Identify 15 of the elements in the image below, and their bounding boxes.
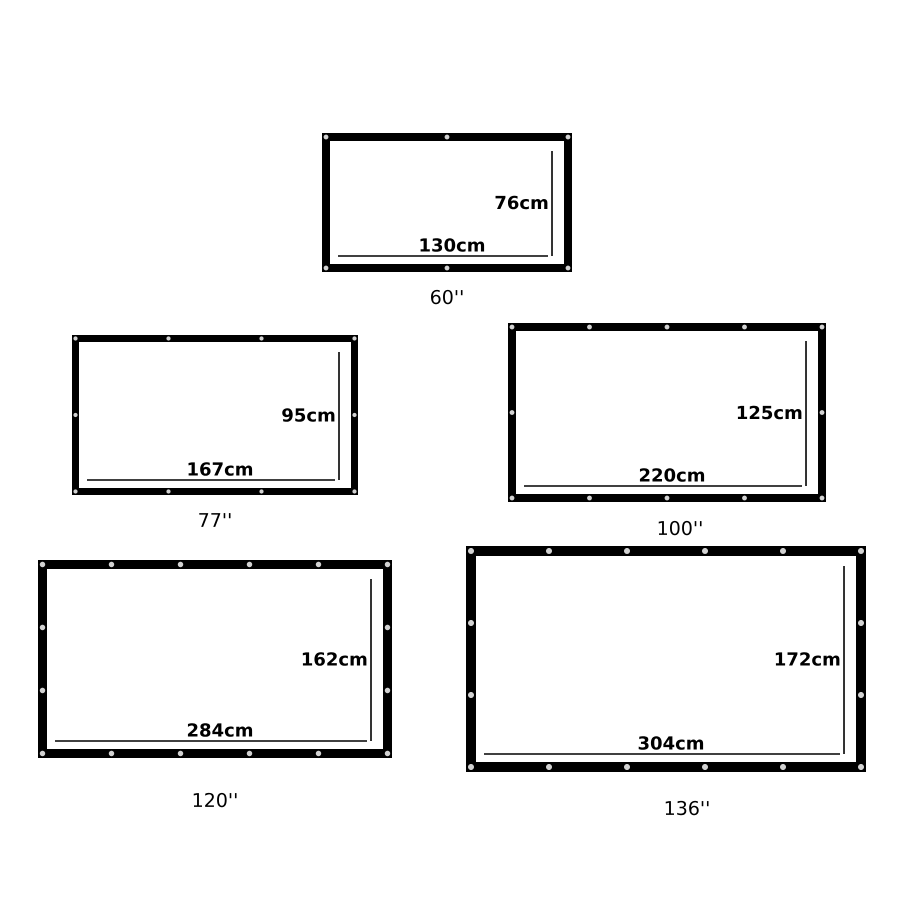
size-label: 60'' — [431, 290, 462, 304]
dimension-label: 167cm — [188, 462, 252, 476]
dimension-label: 220cm — [640, 468, 704, 482]
size-label: 77'' — [199, 513, 230, 527]
size-label: 100'' — [658, 520, 702, 536]
dimension-label: 125cm — [738, 406, 802, 420]
dimension-label: 76cm — [496, 196, 548, 210]
dimension-label: 95cm — [282, 408, 334, 422]
size-label: 120'' — [194, 792, 237, 808]
dimension-label: 284cm — [188, 723, 252, 737]
size-label: 136'' — [666, 800, 709, 816]
dimension-label: 304cm — [638, 736, 704, 750]
dimension-label: 172cm — [776, 652, 840, 666]
dimension-label: 130cm — [420, 238, 484, 252]
dimension-label: 162cm — [302, 652, 366, 666]
